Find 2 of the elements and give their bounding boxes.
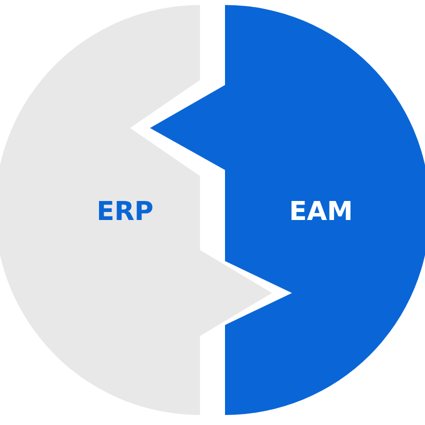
- node-label: EAM: [289, 197, 353, 227]
- node-label: ERP: [96, 197, 154, 227]
